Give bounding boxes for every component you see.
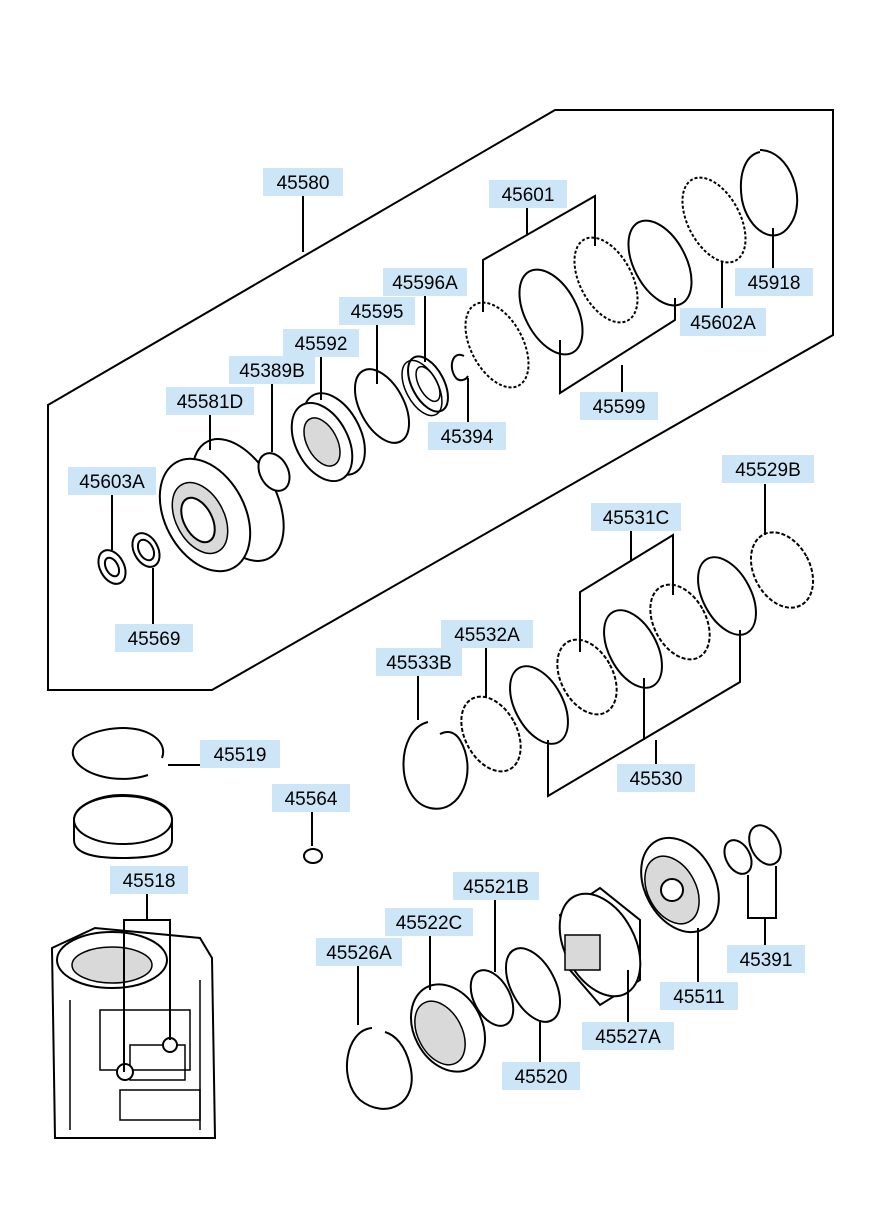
assembly-frame-45580 [47, 109, 834, 691]
svg-text:45391: 45391 [740, 950, 793, 971]
svg-text:45531C: 45531C [603, 508, 670, 529]
label-45522C: 45522C [385, 908, 473, 936]
label-45564: 45564 [272, 784, 350, 812]
part-bearing-45569 [131, 532, 161, 568]
svg-text:45596A: 45596A [392, 273, 458, 294]
part-plate-45602A [681, 176, 747, 264]
part-plate-45531C-b [649, 583, 711, 661]
svg-text:45530: 45530 [630, 769, 683, 790]
part-snap-ring-45519 [71, 726, 165, 780]
part-snap-ring-45526A [346, 1027, 413, 1110]
label-45580: 45580 [263, 168, 343, 196]
label-45533B: 45533B [376, 648, 462, 676]
label-45511: 45511 [660, 982, 738, 1010]
svg-text:45592: 45592 [295, 334, 348, 355]
part-plate-45532A [460, 695, 522, 773]
svg-text:45599: 45599 [593, 397, 646, 418]
part-drum-45527A [558, 886, 642, 1007]
label-45569: 45569 [115, 624, 193, 652]
part-plate-45599-b [627, 219, 693, 307]
label-45599: 45599 [580, 392, 658, 420]
label-45521B: 45521B [453, 872, 539, 900]
svg-text:45533B: 45533B [386, 653, 452, 674]
label-45529B: 45529B [722, 455, 814, 483]
svg-text:45518: 45518 [123, 871, 176, 892]
part-oring-45564 [303, 848, 323, 864]
part-ring-45520 [504, 947, 562, 1023]
label-45581D: 45581D [166, 387, 254, 415]
svg-text:45527A: 45527A [595, 1027, 661, 1048]
part-seal-45603A [97, 549, 127, 585]
label-45518: 45518 [110, 866, 188, 894]
svg-text:45394: 45394 [441, 427, 494, 448]
svg-text:45521B: 45521B [463, 877, 529, 898]
svg-text:45603A: 45603A [79, 472, 145, 493]
part-plate-45601-b [573, 236, 639, 324]
label-45394: 45394 [428, 422, 506, 450]
svg-text:45580: 45580 [277, 173, 330, 194]
part-snap-ring-45394 [450, 353, 469, 382]
svg-text:45389B: 45389B [239, 361, 305, 382]
transmission-case-illustration [50, 926, 217, 1139]
part-ring-45391-a [723, 839, 753, 875]
svg-text:45520: 45520 [515, 1067, 568, 1088]
svg-text:45529B: 45529B [735, 460, 801, 481]
label-45520: 45520 [502, 1062, 580, 1090]
svg-text:45522C: 45522C [396, 913, 463, 934]
part-ring-45389B [257, 452, 291, 492]
part-snap-ring-45533B [402, 721, 469, 810]
label-45601: 45601 [489, 180, 567, 208]
label-45596A: 45596A [383, 268, 467, 296]
part-plate-45599-a [518, 268, 584, 356]
label-45532A: 45532A [441, 620, 533, 648]
part-ring-45391-b [748, 824, 782, 866]
part-plate-45530-a [509, 665, 569, 745]
part-piston-45511 [640, 836, 720, 934]
svg-text:45602A: 45602A [690, 313, 756, 334]
label-45603A: 45603A [68, 467, 156, 495]
label-45530: 45530 [617, 764, 695, 792]
part-plate-45529B [749, 531, 815, 609]
part-snap-ring-45918 [740, 149, 799, 237]
svg-text:45526A: 45526A [326, 943, 392, 964]
part-spring-45596A [401, 355, 449, 417]
svg-text:45581D: 45581D [177, 392, 244, 413]
svg-text:45519: 45519 [214, 745, 267, 766]
svg-text:45918: 45918 [748, 273, 801, 294]
part-cover-45518 [73, 793, 173, 860]
svg-text:45595: 45595 [351, 302, 404, 323]
label-45519: 45519 [200, 740, 280, 768]
part-seal-ring-45595 [353, 368, 411, 444]
label-45526A: 45526A [316, 938, 402, 966]
part-piston-45592 [290, 392, 366, 483]
part-drum-45581D [158, 438, 285, 573]
svg-text:45564: 45564 [285, 789, 338, 810]
label-45595: 45595 [339, 297, 415, 325]
part-hub-45522C [410, 983, 486, 1073]
label-45592: 45592 [283, 329, 359, 357]
svg-text:45532A: 45532A [454, 625, 520, 646]
label-45918: 45918 [735, 268, 813, 296]
label-45602A: 45602A [680, 308, 766, 336]
svg-text:45511: 45511 [673, 987, 724, 1008]
label-45527A: 45527A [582, 1022, 674, 1050]
label-45391: 45391 [727, 945, 805, 973]
svg-text:45601: 45601 [502, 185, 555, 206]
label-45531C: 45531C [591, 503, 681, 531]
part-plate-45530-b [603, 609, 663, 689]
part-plate-45531C-a [556, 638, 618, 716]
part-plate-45601-a [464, 301, 530, 389]
label-45389B: 45389B [229, 356, 315, 384]
svg-text:45569: 45569 [128, 629, 181, 650]
part-ring-45521B [469, 969, 515, 1027]
part-plate-45530-c [697, 556, 757, 636]
